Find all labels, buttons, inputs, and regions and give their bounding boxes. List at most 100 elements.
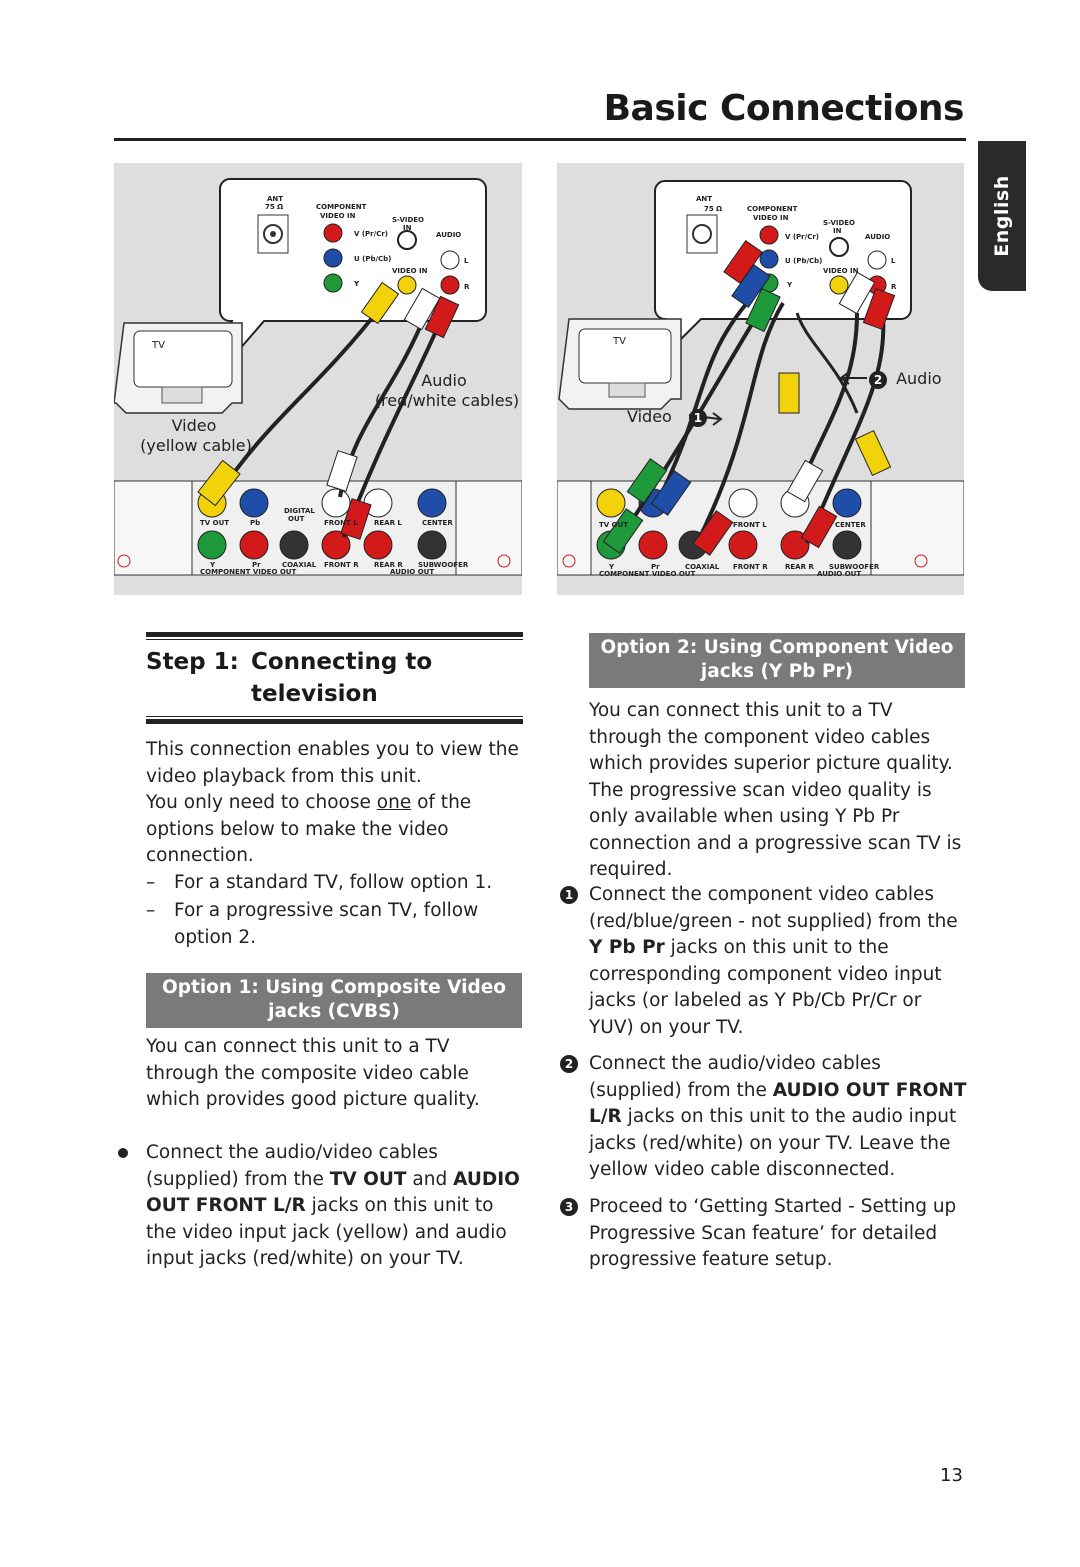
label-pr: Pr (252, 561, 261, 569)
audio-callout: 2 Audio (869, 369, 942, 389)
option1-band: Option 1: Using Composite Video jacks (C… (146, 973, 522, 1028)
step-intro: This connection enables you to view the … (146, 737, 526, 951)
label-ohm: 75 Ω (265, 203, 284, 211)
dash-1-text: For a standard TV, follow option 1. (174, 871, 493, 893)
intro2-pre: You only need to choose (146, 792, 377, 813)
label-coaxial: COAXIAL (282, 561, 317, 569)
label-rear-r: REAR R (785, 563, 814, 571)
bullet-dot (118, 1148, 128, 1158)
label-subwoofer: SUBWOOFER (418, 561, 469, 569)
option2-step-1: 1 Connect the component video cables (re… (560, 882, 969, 1041)
figure-component-connection: ANT 75 Ω COMPONENT VIDEO IN S-VIDEO IN A… (557, 163, 964, 595)
page-title: Basic Connections (603, 88, 965, 129)
label-in: IN (833, 227, 842, 235)
audio-caption: Audio (421, 371, 467, 390)
label-front-l: FRONT L (324, 519, 358, 527)
label-l: L (891, 257, 896, 265)
label-u: U (Pb/Cb) (354, 255, 392, 263)
label-ohm: 75 Ω (704, 205, 723, 213)
dash-2-text: For a progressive scan TV, follow option… (174, 900, 479, 948)
label-y-back: Y (609, 563, 615, 571)
title-rule (114, 138, 966, 141)
label-subwoofer: SUBWOOFER (829, 563, 880, 571)
step1-bold: Y Pb Pr (589, 937, 665, 958)
step-label: Step 1: (146, 649, 239, 675)
label-u: U (Pb/Cb) (785, 257, 823, 265)
video-caption-2: (yellow cable) (140, 436, 252, 455)
label-center: CENTER (422, 519, 453, 527)
panel-labels-left: ANT 75 Ω COMPONENT VIDEO IN S-VIDEO IN A… (114, 163, 522, 595)
label-component: COMPONENT (316, 203, 367, 211)
step1-pre: Connect the component video cables (red/… (589, 884, 958, 932)
step1-post: jacks on this unit to the corresponding … (589, 937, 942, 1038)
option1-bullet-post: jacks on this unit to the video input ja… (146, 1195, 507, 1269)
label-component-video-out: COMPONENT VIDEO OUT (599, 570, 696, 578)
step-1-number: 1 (560, 886, 578, 904)
label-r: R (891, 283, 897, 291)
audio-step-number: 2 (869, 371, 887, 389)
label-audio: AUDIO (436, 231, 462, 239)
video-callout: Video 1 (627, 407, 707, 427)
label-ant: ANT (696, 195, 713, 203)
video-caption: Video (627, 407, 672, 426)
option2-desc: You can connect this unit to a TV throug… (589, 700, 962, 880)
option2-step-3: 3 Proceed to ‘Getting Started - Setting … (560, 1194, 969, 1274)
option2-step-2: 2 Connect the audio/video cables (suppli… (560, 1051, 969, 1184)
option1-bullet: Connect the audio/video cables (supplied… (118, 1140, 526, 1273)
label-video-in-2: VIDEO IN (392, 267, 428, 275)
step-heading: Step 1: Connecting to television (146, 646, 432, 710)
figure-composite-connection: ANT 75 Ω COMPONENT VIDEO IN S-VIDEO IN A… (114, 163, 522, 595)
language-tab-label: English (991, 175, 1013, 257)
option1-desc: You can connect this unit to a TV throug… (146, 1036, 480, 1110)
step2-post: jacks on this unit to the audio input ja… (589, 1106, 957, 1180)
label-pb: Pb (250, 519, 261, 527)
dash-item-2: –For a progressive scan TV, follow optio… (146, 900, 479, 948)
label-out: OUT (288, 515, 305, 523)
label-tv-out: TV OUT (200, 519, 230, 527)
label-svideo: S-VIDEO (823, 219, 856, 227)
label-v: V (Pr/Cr) (785, 233, 819, 241)
step-title-line1: Connecting to (251, 649, 433, 675)
label-coaxial: COAXIAL (685, 563, 720, 571)
dash-item-1: –For a standard TV, follow option 1. (146, 871, 493, 893)
step-rule-top (146, 632, 523, 637)
intro-paragraph-2: You only need to choose one of the optio… (146, 790, 526, 870)
label-audio: AUDIO (865, 233, 891, 241)
option1-bullet-bold1: TV OUT (329, 1168, 407, 1190)
label-v: V (Pr/Cr) (354, 230, 388, 238)
option1-band-line2: jacks (CVBS) (268, 1001, 400, 1022)
language-tab: English (978, 141, 1026, 291)
audio-caption-2: (red/white cables) (374, 391, 520, 410)
label-digital: DIGITAL (284, 507, 315, 515)
label-center: CENTER (835, 521, 866, 529)
label-in: IN (403, 224, 412, 232)
label-video-in: VIDEO IN (753, 214, 789, 222)
video-caption: Video (171, 416, 217, 435)
step-title-line2: television (251, 681, 378, 707)
label-rear-r: REAR R (374, 561, 403, 569)
tv-label: TV (152, 340, 165, 351)
label-r: R (464, 283, 470, 291)
option1-bullet-bold2: AUDIO OUT FRONT L/R (146, 1168, 520, 1217)
option1-bullet-mid: and (406, 1168, 454, 1190)
option2-band-line1: Option 2: Using Component Video (600, 637, 954, 658)
step-rule-bottom (146, 719, 523, 724)
label-audio-out: AUDIO OUT (390, 568, 435, 576)
label-y: Y (787, 281, 793, 289)
intro-paragraph-1: This connection enables you to view the … (146, 739, 519, 787)
step-rule-bottom-thin (146, 716, 523, 717)
label-video-in: VIDEO IN (320, 212, 356, 220)
option2-band-line2: jacks (Y Pb Pr) (700, 661, 854, 682)
step-rule-top-thin (146, 639, 523, 640)
label-pr: Pr (651, 563, 660, 571)
step2-bold: AUDIO OUT FRONT L/R (589, 1079, 967, 1128)
label-front-r: FRONT R (733, 563, 768, 571)
label-front-l: FRONT L (733, 521, 767, 529)
step-3-number: 3 (560, 1198, 578, 1216)
intro2-emphasis: one (376, 792, 412, 813)
label-tv-out: TV OUT (599, 521, 629, 529)
step2-pre: Connect the audio/video cables (supplied… (589, 1053, 881, 1101)
step3-text: Proceed to ‘Getting Started - Setting up… (589, 1196, 957, 1270)
audio-caption: Audio (896, 369, 942, 388)
panel-labels-right: ANT 75 Ω COMPONENT VIDEO IN S-VIDEO IN A… (557, 163, 964, 595)
